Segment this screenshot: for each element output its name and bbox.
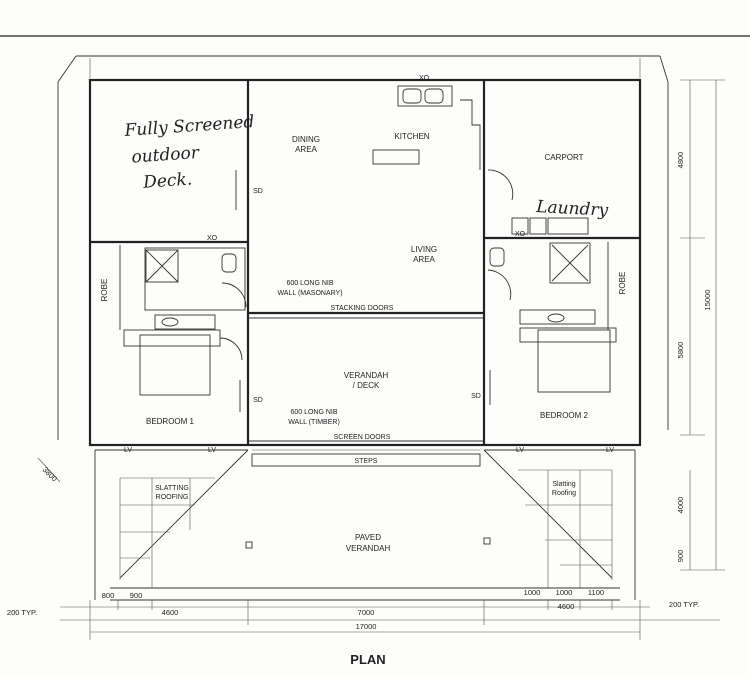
label-lv-4: LV bbox=[606, 447, 614, 454]
room-label-bedroom-1: BEDROOM 1 bbox=[146, 417, 195, 426]
right-wing-detail bbox=[487, 169, 617, 405]
room-label-carport: CARPORT bbox=[545, 153, 584, 162]
dim-typ-right: 200 TYP. bbox=[669, 600, 699, 609]
label-lv-1: LV bbox=[124, 447, 132, 454]
dim-900-bottom: 900 bbox=[130, 591, 143, 600]
dim-800: 800 bbox=[102, 591, 115, 600]
verandah-lower bbox=[94, 449, 636, 601]
room-label-bedroom-2: BEDROOM 2 bbox=[540, 411, 589, 420]
label-screen-doors: SCREEN DOORS bbox=[334, 434, 391, 441]
dim-1000-b: 1000 bbox=[556, 588, 573, 597]
dim-900: 900 bbox=[676, 550, 685, 563]
label-xo-left: XO bbox=[207, 235, 218, 242]
dim-17000: 17000 bbox=[356, 622, 377, 631]
exterior-walls bbox=[88, 78, 642, 467]
dim-1000-a: 1000 bbox=[524, 588, 541, 597]
roof-outline bbox=[57, 55, 669, 440]
slatting-grid-right bbox=[518, 469, 613, 588]
handwritten-deck-note: Fully ScreenedoutdoorDeck. bbox=[123, 112, 259, 194]
label-sd-1: SD bbox=[253, 188, 263, 195]
dim-4600-left: 4600 bbox=[162, 608, 179, 617]
dim-3800: 3800 bbox=[41, 465, 59, 483]
dim-4800: 4800 bbox=[676, 152, 685, 169]
room-label-robe-right: ROBE bbox=[618, 272, 627, 295]
dim-15000: 15000 bbox=[703, 290, 712, 311]
room-label-kitchen: KITCHEN bbox=[394, 132, 429, 141]
dim-5800: 5800 bbox=[676, 342, 685, 359]
label-steps: STEPS bbox=[355, 458, 378, 465]
label-stacking-doors: STACKING DOORS bbox=[331, 305, 394, 312]
label-xo-right: XO bbox=[515, 231, 526, 238]
left-wing-detail bbox=[119, 170, 247, 412]
dim-4600-right: 4600 bbox=[558, 602, 575, 611]
handwritten-laundry-note: Laundry bbox=[535, 197, 609, 221]
slatting-grid-left bbox=[119, 477, 215, 588]
label-sd-2: SD bbox=[253, 397, 263, 404]
label-lv-3: LV bbox=[516, 447, 524, 454]
label-lv-2: LV bbox=[208, 447, 216, 454]
dim-7000: 7000 bbox=[358, 608, 375, 617]
room-label-verandah-deck: VERANDAH/ DECK bbox=[344, 371, 389, 390]
label-sd-3: SD bbox=[471, 393, 481, 400]
dim-typ-left: 200 TYP. bbox=[7, 608, 37, 617]
kitchen-fixtures bbox=[372, 85, 481, 170]
label-xo-top: XO bbox=[419, 75, 430, 82]
dimension-lines bbox=[37, 79, 725, 640]
dim-4000: 4000 bbox=[676, 497, 685, 514]
plan-title: PLAN bbox=[350, 652, 385, 667]
dim-1100: 1100 bbox=[588, 588, 604, 597]
room-label-robe-left: ROBE bbox=[100, 279, 109, 302]
